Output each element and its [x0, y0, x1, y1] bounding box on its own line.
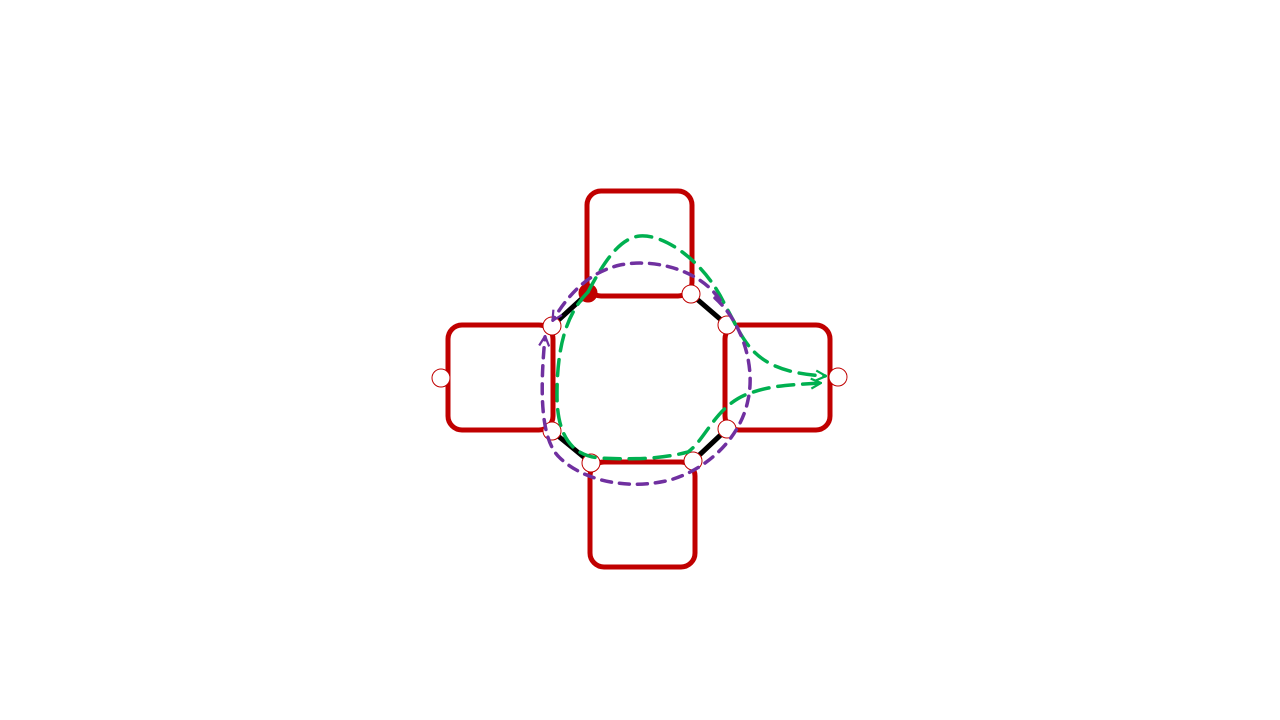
box-bottom[interactable] — [587, 459, 698, 570]
box-top[interactable] — [584, 188, 695, 299]
box-left[interactable] — [445, 322, 556, 433]
port-left-outer[interactable] — [431, 368, 451, 388]
green-path-over-top — [586, 234, 825, 376]
port-right-outer[interactable] — [828, 367, 848, 387]
green-path-around-bottom — [555, 290, 820, 461]
node-boxes — [445, 188, 833, 570]
green-path — [555, 234, 825, 461]
purple-path-over-top — [553, 261, 722, 320]
purple-path — [542, 261, 752, 486]
box-right[interactable] — [722, 322, 833, 433]
ports — [431, 283, 848, 473]
port-top-right[interactable] — [681, 284, 701, 304]
